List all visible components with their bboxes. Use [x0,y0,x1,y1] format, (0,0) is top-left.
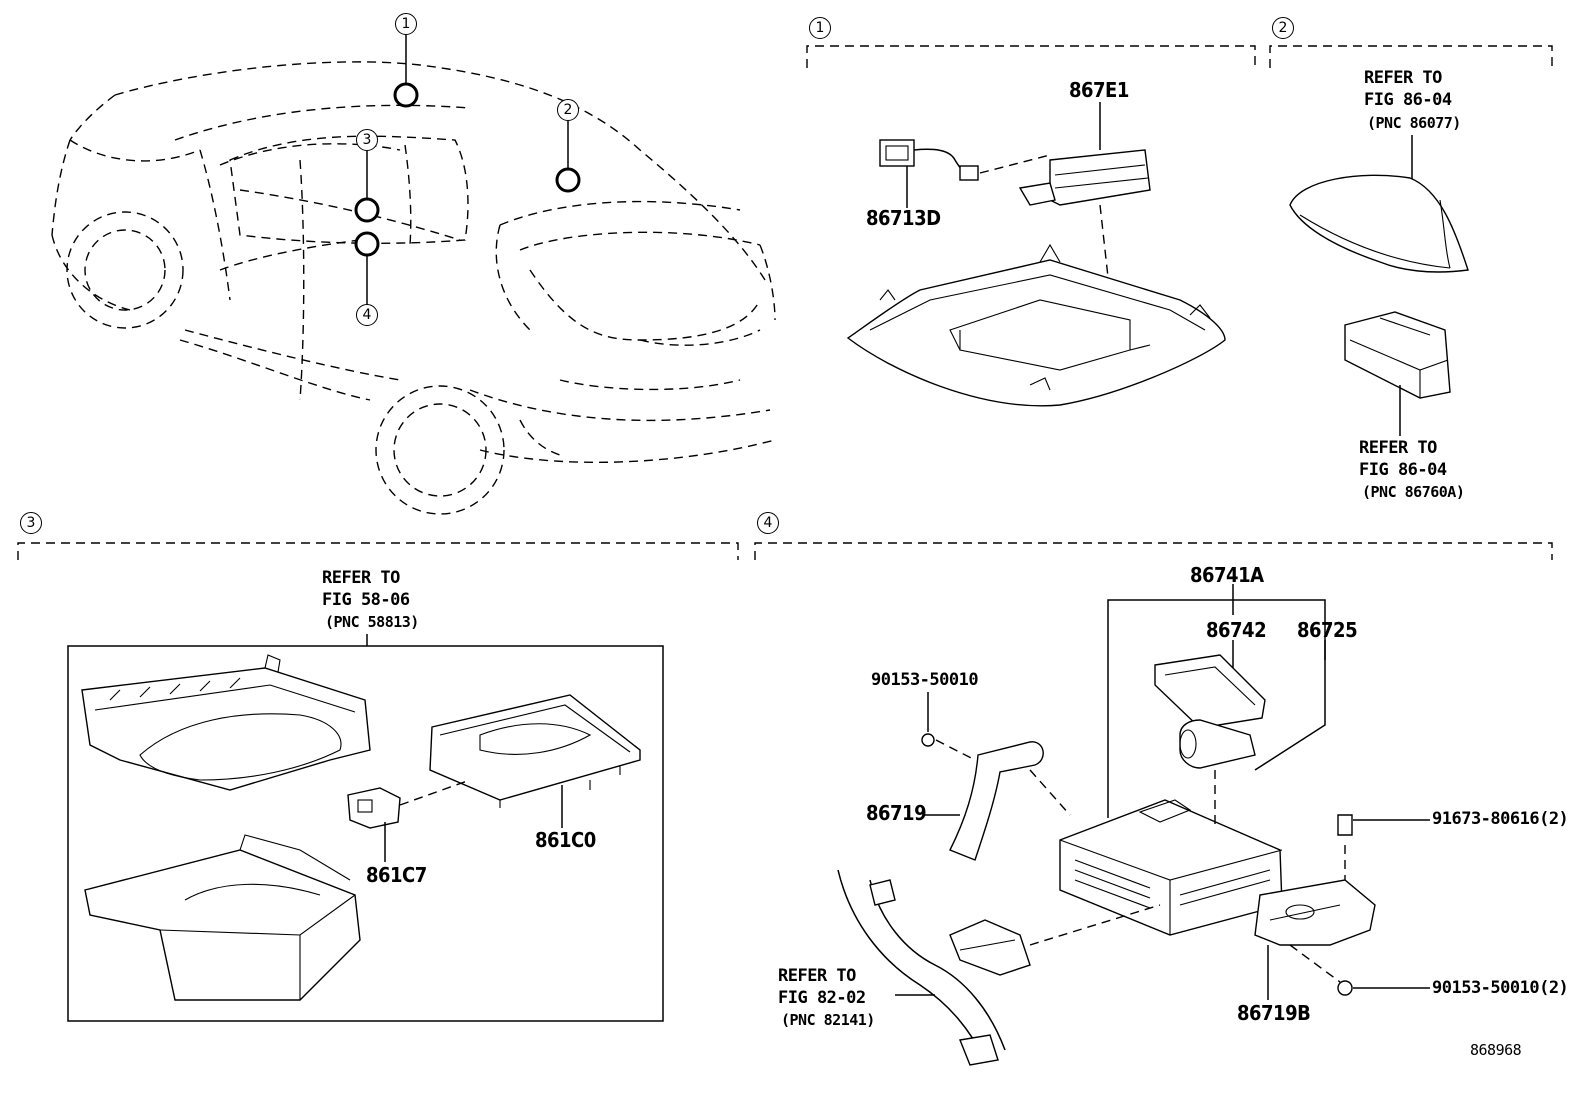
vehicle-outline [51,61,776,515]
part-label-86713D: 86713D [866,206,941,230]
figure-number: 868968 [1470,1041,1522,1059]
part-label-861C7: 861C7 [366,863,427,887]
part-label-86725: 86725 [1297,618,1358,642]
section-4-header: 4 [757,512,779,534]
section-3-header: 3 [20,512,42,534]
callout-car-4: 4 [356,304,378,326]
section2-parts [1289,135,1469,436]
ref-82141-line2: FIG 82-02 [778,988,866,1008]
callout-car-2: 2 [557,99,579,121]
section4-parts [837,584,1430,1066]
callout-car-3: 3 [356,129,378,151]
ref-58813-line2: FIG 58-06 [322,590,410,610]
part-label-90153-50010-2: 90153-50010(2) [1432,978,1569,998]
ref-86760A-line1: REFER TO [1359,438,1437,458]
part-label-867E1: 867E1 [1069,78,1129,102]
ref-58813-line3: (PNC 58813) [325,613,419,631]
ref-82141-line1: REFER TO [778,966,856,986]
section-1-header: 1 [809,17,831,39]
callout-car-1: 1 [395,13,417,35]
section3-parts [67,634,664,1022]
part-label-91673-80616: 91673-80616(2) [1432,809,1569,829]
ref-58813-line1: REFER TO [322,568,400,588]
ref-82141-line3: (PNC 82141) [781,1011,875,1029]
section-2-header: 2 [1272,17,1294,39]
ref-86077-line2: FIG 86-04 [1364,90,1452,110]
part-label-90153-50010: 90153-50010 [871,670,979,690]
vehicle-locators [354,35,581,305]
ref-86077-line3: (PNC 86077) [1367,114,1461,132]
section1-parts [846,102,1226,407]
section-brackets [17,45,1553,560]
ref-86077-line1: REFER TO [1364,68,1442,88]
part-label-861C0: 861C0 [535,828,596,852]
part-label-86719B: 86719B [1237,1001,1311,1025]
ref-86760A-line2: FIG 86-04 [1359,460,1447,480]
ref-86760A-line3: (PNC 86760A) [1362,483,1465,501]
part-label-86741A: 86741A [1190,563,1264,587]
part-label-86719: 86719 [866,801,927,825]
part-label-86742: 86742 [1206,618,1267,642]
